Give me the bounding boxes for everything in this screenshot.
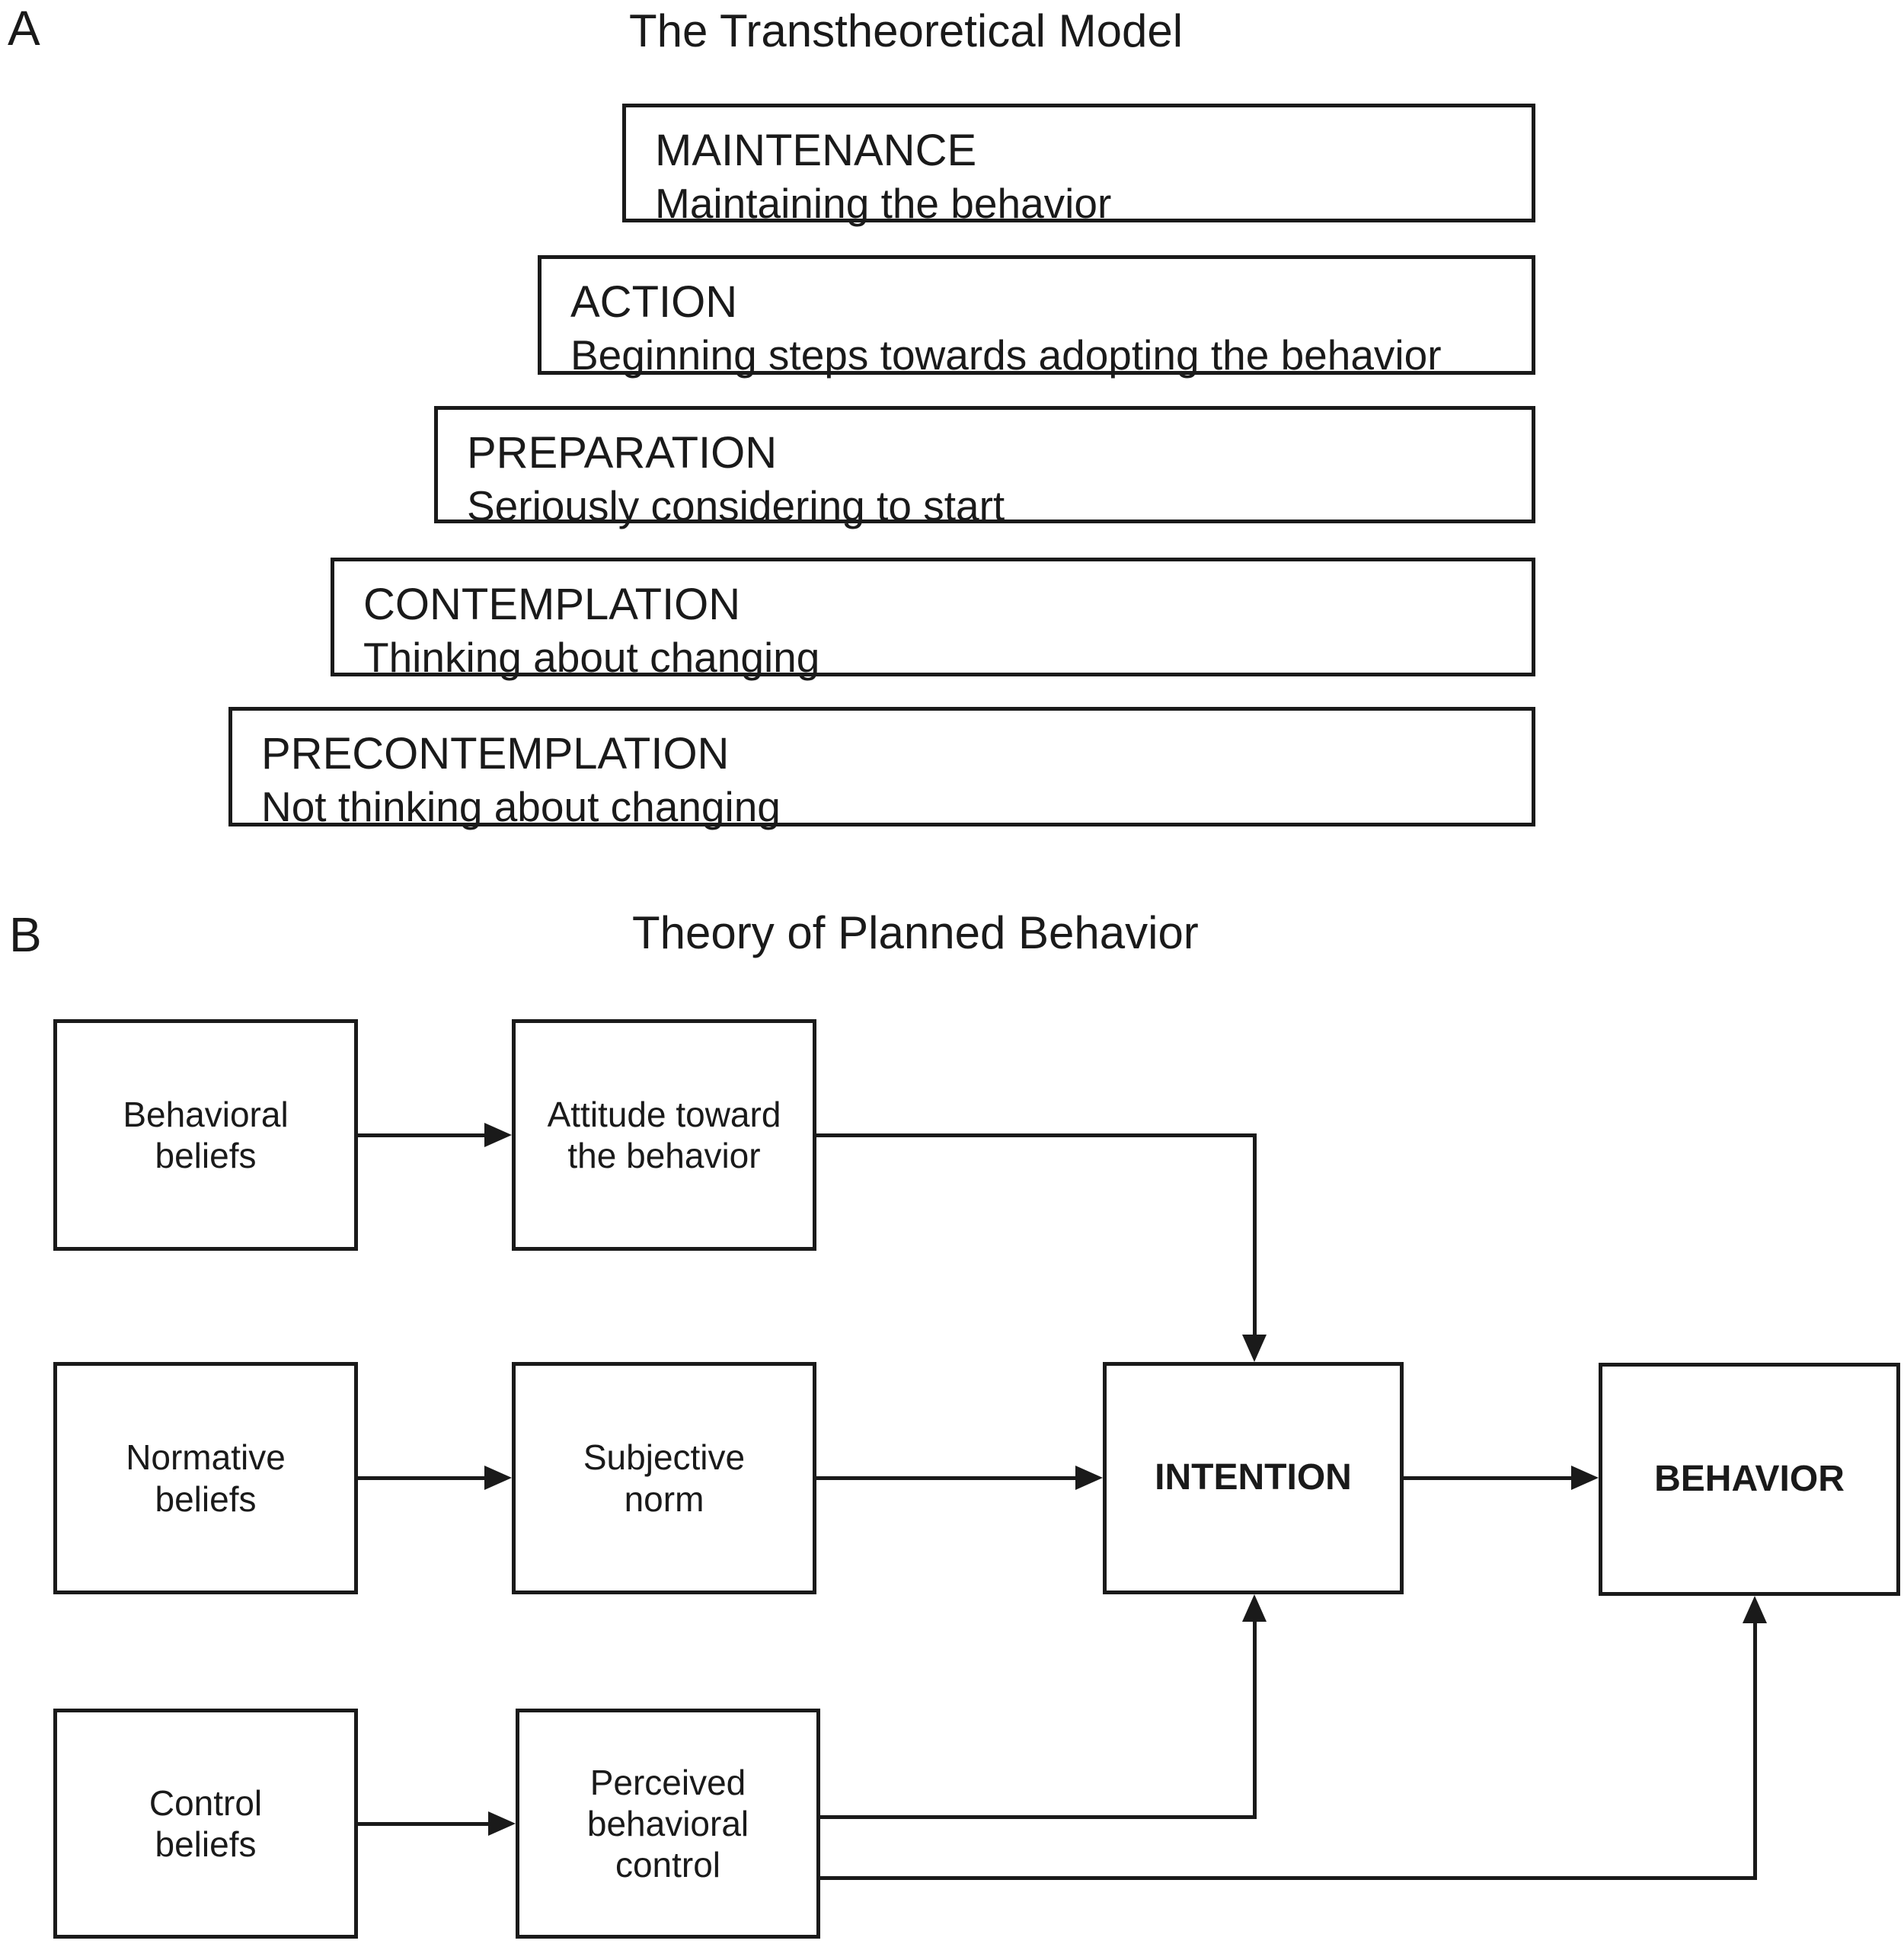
arrow-subjective-to-intention-line: [816, 1476, 1075, 1480]
arrow-control-to-pbc-line: [358, 1822, 488, 1826]
arrow-normative-to-subjective-line: [358, 1476, 484, 1480]
stage-name: MAINTENANCE: [655, 126, 977, 175]
panel-b-label: B: [9, 907, 42, 962]
stage-description: Thinking about changing: [363, 634, 820, 681]
arrow-attitude-to-intention-hline: [815, 1133, 1257, 1137]
stage-box-precontemplation: PRECONTEMPLATION Not thinking about chan…: [228, 707, 1535, 830]
arrow-behavioral-to-attitude-line: [358, 1133, 484, 1137]
stage-box-maintenance: MAINTENANCE Maintaining the behavior: [622, 104, 1535, 227]
panel-b-title: Theory of Planned Behavior: [632, 907, 1199, 958]
node-attitude-toward-behavior: Attitude toward the behavior: [512, 1019, 816, 1251]
stage-name: CONTEMPLATION: [363, 580, 741, 629]
arrow-pbc-to-behavior-head: [1743, 1596, 1767, 1623]
arrow-pbc-to-behavior-vline: [1753, 1623, 1757, 1880]
node-behavioral-beliefs: Behavioral beliefs: [53, 1019, 358, 1251]
stage-box-preparation: PREPARATION Seriously considering to sta…: [434, 406, 1535, 529]
panel-a-label: A: [8, 1, 40, 56]
arrow-normative-to-subjective-head: [484, 1466, 512, 1490]
stage-name: PRECONTEMPLATION: [261, 729, 730, 778]
arrow-intention-to-behavior-line: [1404, 1476, 1571, 1480]
arrow-pbc-to-behavior-hline: [820, 1876, 1757, 1880]
arrow-control-to-pbc-head: [488, 1811, 516, 1836]
stage-name: PREPARATION: [467, 428, 778, 478]
stage-box-contemplation: CONTEMPLATION Thinking about changing: [331, 558, 1535, 681]
arrow-pbc-to-intention-hline: [820, 1815, 1257, 1819]
node-subjective-norm: Subjective norm: [512, 1362, 816, 1594]
stage-description: Maintaining the behavior: [655, 180, 1112, 227]
arrow-subjective-to-intention-head: [1075, 1466, 1103, 1490]
arrow-attitude-to-intention-head: [1242, 1335, 1267, 1362]
node-normative-beliefs: Normative beliefs: [53, 1362, 358, 1594]
arrow-pbc-to-intention-head: [1242, 1594, 1267, 1622]
stage-description: Beginning steps towards adopting the beh…: [570, 331, 1442, 379]
arrow-intention-to-behavior-head: [1571, 1466, 1599, 1490]
stage-description: Seriously considering to start: [467, 482, 1005, 529]
arrow-behavioral-to-attitude-head: [484, 1123, 512, 1147]
node-perceived-behavioral-control: Perceived behavioral control: [516, 1709, 820, 1939]
node-behavior: BEHAVIOR: [1599, 1363, 1900, 1596]
arrow-pbc-to-intention-vline: [1253, 1622, 1257, 1819]
node-intention: INTENTION: [1103, 1362, 1404, 1594]
arrow-attitude-to-intention-vline: [1253, 1133, 1257, 1335]
stage-name: ACTION: [570, 277, 738, 327]
stage-box-action: ACTION Beginning steps towards adopting …: [538, 255, 1535, 379]
node-control-beliefs: Control beliefs: [53, 1709, 358, 1939]
stage-description: Not thinking about changing: [261, 783, 781, 830]
panel-a-title: The Transtheoretical Model: [629, 5, 1184, 56]
